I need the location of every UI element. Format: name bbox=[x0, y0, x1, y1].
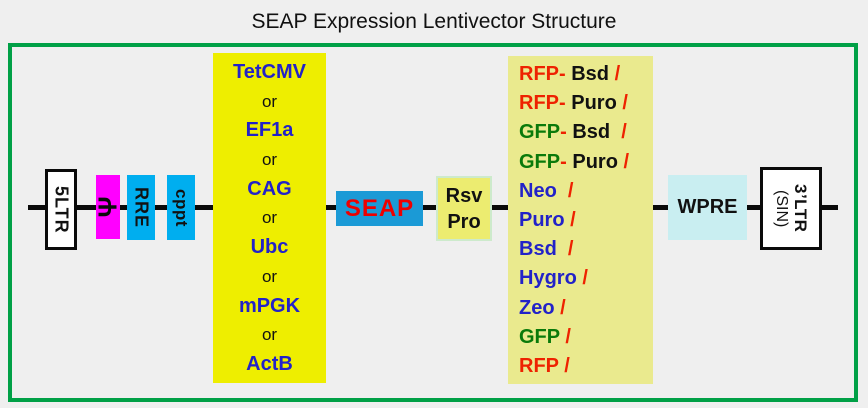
element-seap-gene: SEAP bbox=[336, 191, 423, 226]
marker-option-line: RFP- Puro / bbox=[519, 93, 628, 113]
marker-option-line: Puro / bbox=[519, 210, 576, 230]
marker-option-segment: Puro bbox=[566, 150, 624, 173]
marker-option-segment: Puro bbox=[565, 92, 623, 115]
or-separator: or bbox=[261, 91, 278, 111]
element-wpre-label: WPRE bbox=[677, 196, 738, 218]
marker-option-segment: RFP- bbox=[519, 92, 566, 115]
promoter-option: mPGK bbox=[238, 294, 301, 317]
marker-option-segment: Bsd bbox=[566, 121, 622, 144]
marker-option-segment: / bbox=[570, 208, 576, 231]
marker-option-line: RFP- Bsd / bbox=[519, 64, 620, 84]
or-separator: or bbox=[261, 325, 278, 345]
marker-option-segment: / bbox=[567, 238, 574, 261]
marker-option-line: RFP / bbox=[519, 356, 570, 376]
diagram-title: SEAP Expression Lentivector Structure bbox=[251, 10, 617, 33]
marker-option-segment: GFP bbox=[519, 121, 561, 144]
element-5ltr: 5LTR bbox=[45, 169, 77, 250]
marker-option-segment: Puro bbox=[519, 208, 571, 231]
element-psi-label: Ψ bbox=[92, 196, 123, 218]
element-rre: RRE bbox=[127, 175, 155, 240]
marker-option-segment: / bbox=[560, 296, 566, 319]
marker-option-segment: / bbox=[564, 354, 570, 377]
marker-option-segment: Zeo bbox=[519, 296, 561, 319]
or-separator: or bbox=[261, 266, 278, 286]
marker-option-segment: - bbox=[560, 121, 567, 144]
marker-option-segment: / bbox=[567, 179, 574, 202]
marker-option-segment: Bsd bbox=[519, 238, 568, 261]
promoter-option: TetCMV bbox=[233, 61, 306, 83]
marker-option-line: GFP- Bsd / bbox=[519, 122, 627, 142]
element-3ltr-label: 3’LTR bbox=[791, 184, 810, 233]
element-cppt: cppt bbox=[167, 175, 195, 240]
marker-option-segment: RFP bbox=[519, 354, 565, 377]
marker-option-segment: / bbox=[565, 325, 571, 348]
or-separator: or bbox=[261, 150, 278, 170]
element-seap-label: SEAP bbox=[344, 194, 415, 222]
element-wpre: WPRE bbox=[668, 175, 747, 240]
element-cppt-label: cppt bbox=[172, 188, 191, 227]
element-rsv-promoter: Rsv Pro bbox=[436, 176, 492, 241]
marker-option-line: Neo / bbox=[519, 181, 573, 201]
vector-backbone-line bbox=[28, 205, 838, 210]
marker-option-segment: / bbox=[623, 150, 630, 173]
marker-option-line: Hygro / bbox=[519, 268, 588, 288]
marker-option-line: GFP- Puro / bbox=[519, 152, 629, 172]
element-3ltr-sin: 3’LTR (SIN) bbox=[760, 167, 822, 250]
promoter-option: ActB bbox=[246, 352, 293, 375]
marker-option-segment: / bbox=[622, 92, 628, 115]
marker-option-segment: Bsd bbox=[565, 63, 615, 85]
marker-option-segment: - bbox=[560, 150, 567, 173]
marker-option-segment: RFP- bbox=[519, 63, 566, 85]
marker-option-line: Bsd / bbox=[519, 239, 573, 259]
selection-marker-options-box: RFP- Bsd /RFP- Puro /GFP- Bsd /GFP- Puro… bbox=[508, 56, 653, 384]
marker-option-segment: / bbox=[621, 121, 627, 144]
marker-option-segment: / bbox=[582, 267, 588, 290]
marker-option-segment: / bbox=[614, 63, 621, 85]
promoter-option: Ubc bbox=[250, 236, 289, 259]
marker-option-line: Zeo / bbox=[519, 298, 566, 318]
element-psi-packaging-signal: Ψ bbox=[92, 175, 123, 239]
element-3ltr-label-wrap: 3’LTR (SIN) bbox=[772, 184, 810, 232]
marker-option-line: GFP / bbox=[519, 327, 571, 347]
element-sin-label: (SIN) bbox=[773, 189, 790, 228]
marker-option-segment: Neo bbox=[519, 179, 568, 202]
marker-option-segment: Hygro bbox=[519, 267, 583, 290]
promoter-option: CAG bbox=[247, 177, 292, 200]
promoter-option: EF1a bbox=[245, 119, 294, 142]
marker-option-segment: GFP bbox=[519, 325, 566, 348]
or-separator: or bbox=[261, 208, 278, 228]
marker-option-segment: GFP bbox=[519, 150, 561, 173]
element-5ltr-label: 5LTR bbox=[51, 185, 72, 234]
element-rre-label: RRE bbox=[131, 186, 152, 228]
element-rsv-label-line2: Pro bbox=[447, 210, 481, 233]
element-rsv-label-line1: Rsv bbox=[445, 184, 483, 207]
vector-frame-border bbox=[8, 43, 858, 402]
